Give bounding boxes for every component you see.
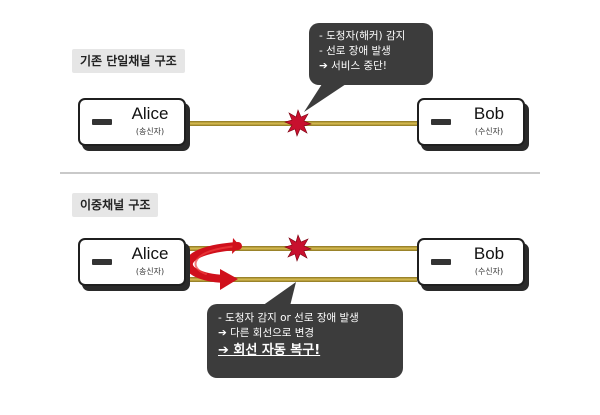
sender-name: Alice	[131, 244, 169, 263]
section-label-single: 기존 단일채널 구조	[72, 49, 185, 73]
section-divider	[60, 172, 540, 174]
dual-callout-tail	[262, 282, 296, 306]
usb-slot-icon	[92, 259, 112, 265]
single-callout-line-2: - 선로 장애 발생	[319, 45, 391, 57]
single-callout-tail	[304, 84, 346, 112]
sender-box-dual: Alice (송신자)	[78, 238, 186, 286]
receiver-box-dual: Bob (수신자)	[417, 238, 525, 286]
explosion-icon	[284, 234, 312, 262]
usb-slot-icon	[431, 259, 451, 265]
dual-channel-line-bottom	[185, 277, 417, 282]
usb-slot-icon	[92, 119, 112, 125]
dual-callout-line-1: - 도청자 감지 or 선로 장애 발생	[218, 312, 359, 324]
receiver-box-single: Bob (수신자)	[417, 98, 525, 146]
single-callout-line-1: - 도청자(해커) 감지	[319, 30, 406, 42]
receiver-role: (수신자)	[474, 127, 504, 136]
dual-callout: - 도청자 감지 or 선로 장애 발생 ➔ 다른 회선으로 변경 ➔ 회선 자…	[207, 304, 403, 378]
usb-slot-icon	[431, 119, 451, 125]
explosion-icon	[284, 109, 312, 137]
section-label-dual: 이중채널 구조	[72, 193, 159, 217]
receiver-name: Bob	[473, 244, 505, 263]
dual-callout-line-2: ➔ 다른 회선으로 변경	[218, 327, 315, 339]
single-callout: - 도청자(해커) 감지 - 선로 장애 발생 ➔ 서비스 중단!	[309, 23, 433, 85]
sender-box-single: Alice (송신자)	[78, 98, 186, 146]
sender-role: (송신자)	[135, 127, 165, 136]
receiver-name: Bob	[473, 104, 505, 123]
sender-role: (송신자)	[135, 267, 165, 276]
receiver-role: (수신자)	[474, 267, 504, 276]
sender-name: Alice	[131, 104, 169, 123]
single-callout-line-3: ➔ 서비스 중단!	[319, 60, 387, 72]
dual-callout-line-3: ➔ 회선 자동 복구!	[218, 343, 321, 358]
curved-arrow-icon	[185, 238, 242, 290]
